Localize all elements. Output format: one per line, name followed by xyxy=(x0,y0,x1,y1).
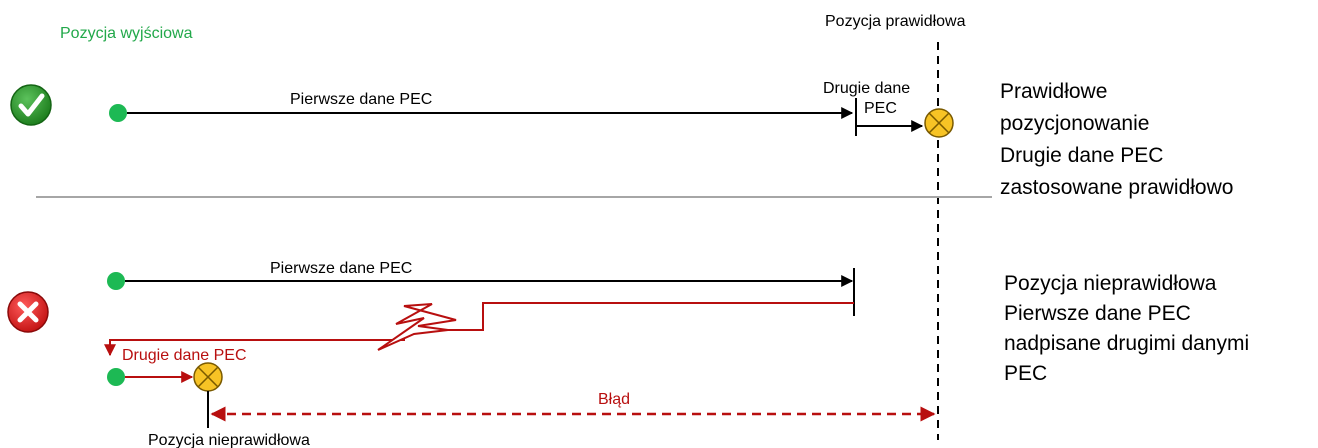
incorrect-desc-line2: Pierwsze dane PEC xyxy=(1004,302,1191,325)
incorrect-desc-line1: Pozycja nieprawidłowa xyxy=(1004,272,1217,295)
x-icon xyxy=(7,291,49,333)
second-pec-label-top-line1: Drugie dane xyxy=(823,80,910,97)
correct-desc-line3: Drugie dane PEC xyxy=(1000,144,1163,167)
overwrite-path-right xyxy=(422,302,854,331)
overwrite-path-left xyxy=(104,339,405,357)
error-label: Błąd xyxy=(598,391,630,408)
incorrect-desc-line4: PEC xyxy=(1004,362,1047,385)
correct-desc-line1: Prawidłowe xyxy=(1000,80,1107,103)
correct-desc-line2: pozycjonowanie xyxy=(1000,112,1149,135)
second-pec-label-bottom: Drugie dane PEC xyxy=(122,347,247,364)
target-marker-icon xyxy=(924,108,954,138)
incorrect-desc-line3: nadpisane drugimi danymi xyxy=(1004,332,1249,355)
correct-desc-line4: zastosowane prawidłowo xyxy=(1000,176,1233,199)
correct-position-label: Pozycja prawidłowa xyxy=(825,13,966,30)
start-dot-bottom-icon xyxy=(107,272,125,290)
wrong-marker-icon xyxy=(193,362,223,392)
first-pec-label-bottom: Pierwsze dane PEC xyxy=(270,260,412,277)
start-dot-bottom-2-icon xyxy=(107,368,125,386)
check-icon xyxy=(10,84,52,126)
incorrect-position-label: Pozycja nieprawidłowa xyxy=(148,432,310,448)
lightning-icon xyxy=(377,303,457,351)
start-position-label: Pozycja wyjściowa xyxy=(60,25,193,42)
start-dot-icon xyxy=(109,104,127,122)
first-pec-label-top: Pierwsze dane PEC xyxy=(290,91,432,108)
second-pec-label-top-line2: PEC xyxy=(864,100,897,117)
